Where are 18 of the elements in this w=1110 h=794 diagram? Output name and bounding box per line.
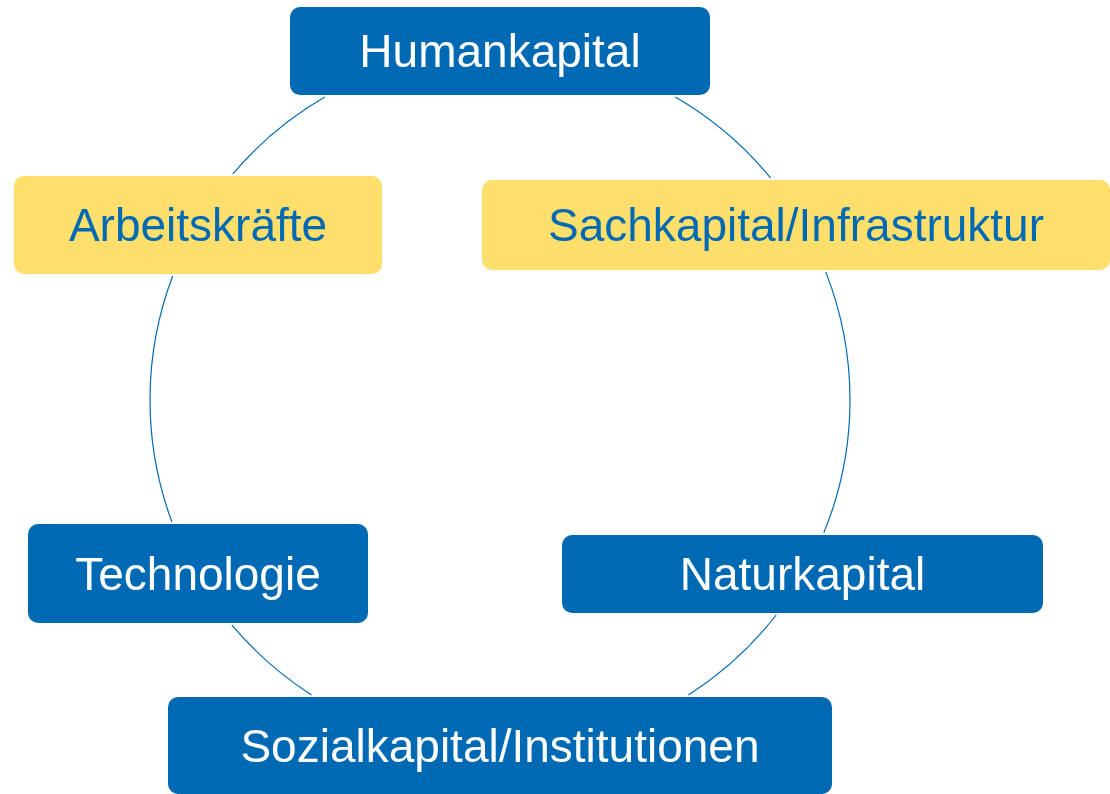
- category-box: [290, 7, 710, 95]
- category-label: Sachkapital/Infrastruktur: [548, 198, 1044, 252]
- category-label: Naturkapital: [679, 547, 926, 601]
- connector-arc: [823, 271, 851, 534]
- category-box: [562, 535, 1043, 613]
- category-label: Technologie: [75, 546, 321, 601]
- category-label: Humankapital: [359, 24, 641, 78]
- category-label: Sozialkapital/Institutionen: [240, 718, 760, 773]
- category-box: [28, 524, 368, 623]
- connector-arc: [149, 275, 174, 523]
- category-box: [482, 180, 1110, 270]
- connector-arc: [687, 614, 777, 696]
- connector-arc: [674, 96, 772, 179]
- category-label: Arbeitskräfte: [68, 198, 328, 252]
- category-box: [14, 176, 382, 274]
- category-box: [168, 697, 832, 794]
- connector-arc: [232, 96, 326, 175]
- connector-arc: [231, 624, 313, 696]
